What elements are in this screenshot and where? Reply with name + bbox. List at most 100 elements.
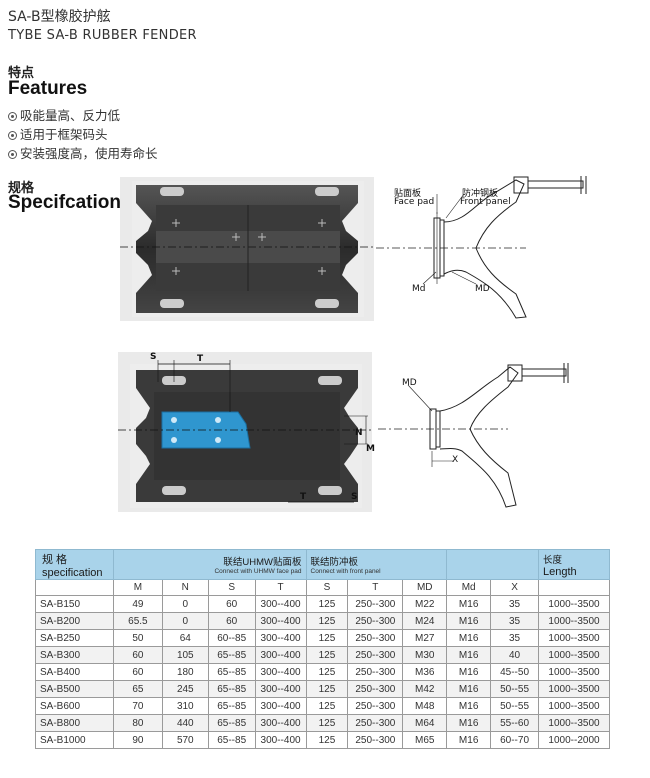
table-cell: 300--400: [254, 663, 307, 681]
table-cell: 0: [161, 612, 209, 630]
table-cell: 310: [161, 697, 209, 715]
table-cell: 65--85: [207, 697, 256, 715]
header-length: 长度 Length: [538, 549, 610, 580]
table-cell: 570: [161, 731, 209, 749]
table-cell: 40: [490, 646, 539, 664]
table-cell: 300--400: [254, 629, 307, 647]
table-cell: M16: [446, 646, 492, 664]
table-cell: 0: [161, 595, 209, 613]
subheader-md: MD: [402, 579, 448, 596]
label-md-small: Md: [412, 284, 426, 294]
table-cell: 250--300: [347, 697, 404, 715]
bullet-icon: [8, 112, 17, 121]
table-cell: M16: [446, 714, 492, 732]
table-cell: M16: [446, 629, 492, 647]
table-cell: 1000--3500: [538, 697, 610, 715]
table-cell: SA-B600: [35, 697, 114, 715]
title-cn: SA-B型橡胶护舷: [8, 9, 111, 25]
table-cell: 300--400: [254, 680, 307, 698]
table-cell: 1000--3500: [538, 595, 610, 613]
spec-heading-cn: 规格: [8, 181, 35, 196]
fender-drawing-bottom: [118, 360, 372, 508]
table-cell: 1000--3500: [538, 680, 610, 698]
table-cell: 60: [207, 612, 256, 630]
label-face-pad-cn: 贴面板: [394, 189, 422, 199]
table-cell: M64: [402, 714, 448, 732]
table-cell: SA-B500: [35, 680, 114, 698]
table-cell: 1000--3500: [538, 714, 610, 732]
table-cell: 300--400: [254, 612, 307, 630]
table-cell: 90: [112, 731, 163, 749]
table-cell: 65--85: [207, 680, 256, 698]
table-cell: 125: [305, 680, 349, 698]
table-cell: 35: [490, 612, 539, 630]
table-cell: M16: [446, 663, 492, 681]
table-cell: 35: [490, 595, 539, 613]
table-cell: 1000--3500: [538, 646, 610, 664]
table-cell: 65.5: [112, 612, 163, 630]
label-md: MD: [475, 284, 490, 294]
table-cell: 250--300: [347, 629, 404, 647]
table-cell: 105: [161, 646, 209, 664]
table-cell: M16: [446, 595, 492, 613]
table-cell: 50: [112, 629, 163, 647]
table-cell: SA-B150: [35, 595, 114, 613]
table-cell: M16: [446, 731, 492, 749]
table-cell: 60: [112, 646, 163, 664]
dim-s-bottom: S: [351, 492, 358, 502]
dim-t-top: T: [197, 354, 204, 364]
table-cell: 300--400: [254, 697, 307, 715]
spec-table: 规 格 specification 联结UHMW贴面板 Connect with…: [35, 549, 610, 749]
table-cell: 250--300: [347, 646, 404, 664]
table-cell: 250--300: [347, 595, 404, 613]
table-cell: 125: [305, 714, 349, 732]
dim-m: M: [366, 444, 375, 454]
table-cell: 50--55: [490, 680, 539, 698]
feature-item: 适用于框架码头: [8, 124, 108, 143]
table-cell: SA-B200: [35, 612, 114, 630]
table-cell: SA-B300: [35, 646, 114, 664]
features-heading-en: Features: [8, 78, 88, 99]
table-cell: 1000--3500: [538, 612, 610, 630]
table-cell: M42: [402, 680, 448, 698]
table-cell: M27: [402, 629, 448, 647]
table-cell: 180: [161, 663, 209, 681]
table-cell: 245: [161, 680, 209, 698]
bullet-icon: [8, 150, 17, 159]
subheader-n: N: [161, 579, 209, 596]
dim-t-bottom: T: [300, 492, 307, 502]
label-face-pad-en: Face pad: [394, 197, 435, 207]
table-cell: 60--70: [490, 731, 539, 749]
table-cell: 1000--3500: [538, 629, 610, 647]
table-cell: M16: [446, 612, 492, 630]
subheader-s: S: [207, 579, 256, 596]
label-front-panel-cn: 防冲钢板: [462, 189, 499, 199]
table-cell: 80: [112, 714, 163, 732]
subheader-m: M: [112, 579, 163, 596]
side-view-drawing-bottom: [378, 363, 569, 508]
table-header-row: 规 格 specification 联结UHMW贴面板 Connect with…: [35, 549, 610, 580]
table-cell: 65--85: [207, 714, 256, 732]
table-subheader-row: M N S T S T MD Md X: [35, 579, 610, 596]
table-cell: M30: [402, 646, 448, 664]
fender-photo-bottom: [118, 352, 372, 512]
table-cell: 65--85: [207, 663, 256, 681]
table-cell: 65--85: [207, 646, 256, 664]
subheader-x: X: [490, 579, 539, 596]
table-cell: SA-B250: [35, 629, 114, 647]
table-cell: 250--300: [347, 612, 404, 630]
table-cell: M16: [446, 680, 492, 698]
dim-n: N: [355, 428, 363, 438]
subheader-t2: T: [347, 579, 404, 596]
header-uhmw-group: 联结UHMW贴面板 Connect with UHMW face pad: [112, 549, 307, 580]
table-cell: 300--400: [254, 646, 307, 664]
table-cell: 45--50: [490, 663, 539, 681]
table-cell: 1000--3500: [538, 663, 610, 681]
table-cell: 55--60: [490, 714, 539, 732]
table-cell: 125: [305, 646, 349, 664]
